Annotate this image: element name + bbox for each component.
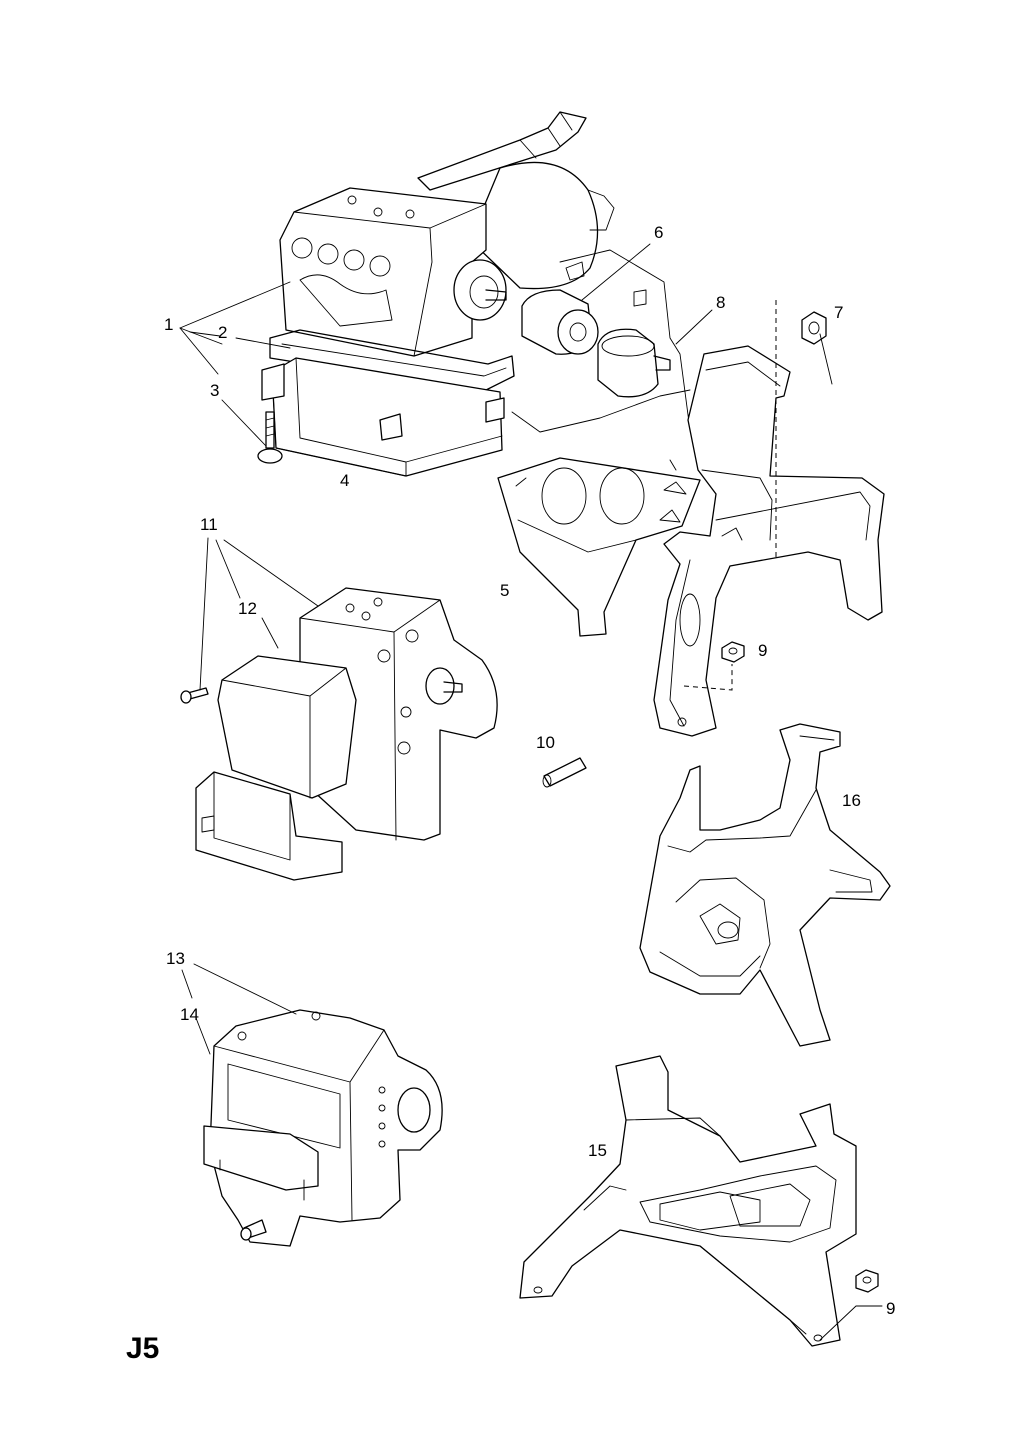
part-hydraulic-unit-variant-2 bbox=[203, 1009, 443, 1247]
part-nut-9-lower bbox=[855, 1269, 879, 1293]
callout-8: 8 bbox=[716, 293, 725, 312]
callout-12: 12 bbox=[238, 599, 257, 618]
callout-5: 5 bbox=[500, 581, 509, 600]
part-pin-10 bbox=[542, 757, 587, 788]
part-screw-11 bbox=[180, 687, 209, 704]
part-control-module-variant bbox=[195, 655, 357, 881]
callout-11: 11 bbox=[200, 515, 218, 534]
part-bracket-16 bbox=[639, 723, 891, 1047]
callout-labels: 1 2 3 4 5 6 7 8 9 10 11 12 13 14 15 16 9 bbox=[164, 223, 895, 1318]
part-bracket-5 bbox=[497, 457, 701, 637]
callout-14: 14 bbox=[180, 1005, 199, 1024]
callout-2: 2 bbox=[218, 323, 227, 342]
callout-3: 3 bbox=[210, 381, 219, 400]
page-code: J5 bbox=[126, 1332, 160, 1365]
leader-lines bbox=[179, 243, 883, 1341]
callout-9-lower: 9 bbox=[886, 1299, 895, 1318]
part-hydraulic-unit bbox=[279, 111, 615, 357]
callout-7: 7 bbox=[834, 303, 843, 322]
callout-13: 13 bbox=[166, 949, 185, 968]
part-damper-6 bbox=[521, 289, 599, 355]
part-nut-7 bbox=[801, 311, 827, 345]
part-nut-9-upper bbox=[721, 641, 745, 663]
part-main-bracket bbox=[653, 345, 885, 737]
part-bracket-15 bbox=[519, 1055, 857, 1347]
callout-15: 15 bbox=[588, 1141, 607, 1160]
callout-9-upper: 9 bbox=[758, 641, 767, 660]
callout-4: 4 bbox=[340, 471, 349, 490]
callout-1: 1 bbox=[164, 315, 173, 334]
part-hydraulic-unit-variant bbox=[299, 587, 498, 841]
callout-16: 16 bbox=[842, 791, 861, 810]
part-accumulator-8 bbox=[597, 328, 671, 398]
part-control-module bbox=[261, 357, 505, 477]
callout-6: 6 bbox=[654, 223, 663, 242]
leader-dash-nut-9 bbox=[683, 664, 733, 691]
callout-10: 10 bbox=[536, 733, 555, 752]
part-screw-3 bbox=[257, 411, 283, 464]
part-support-plate bbox=[511, 249, 691, 433]
